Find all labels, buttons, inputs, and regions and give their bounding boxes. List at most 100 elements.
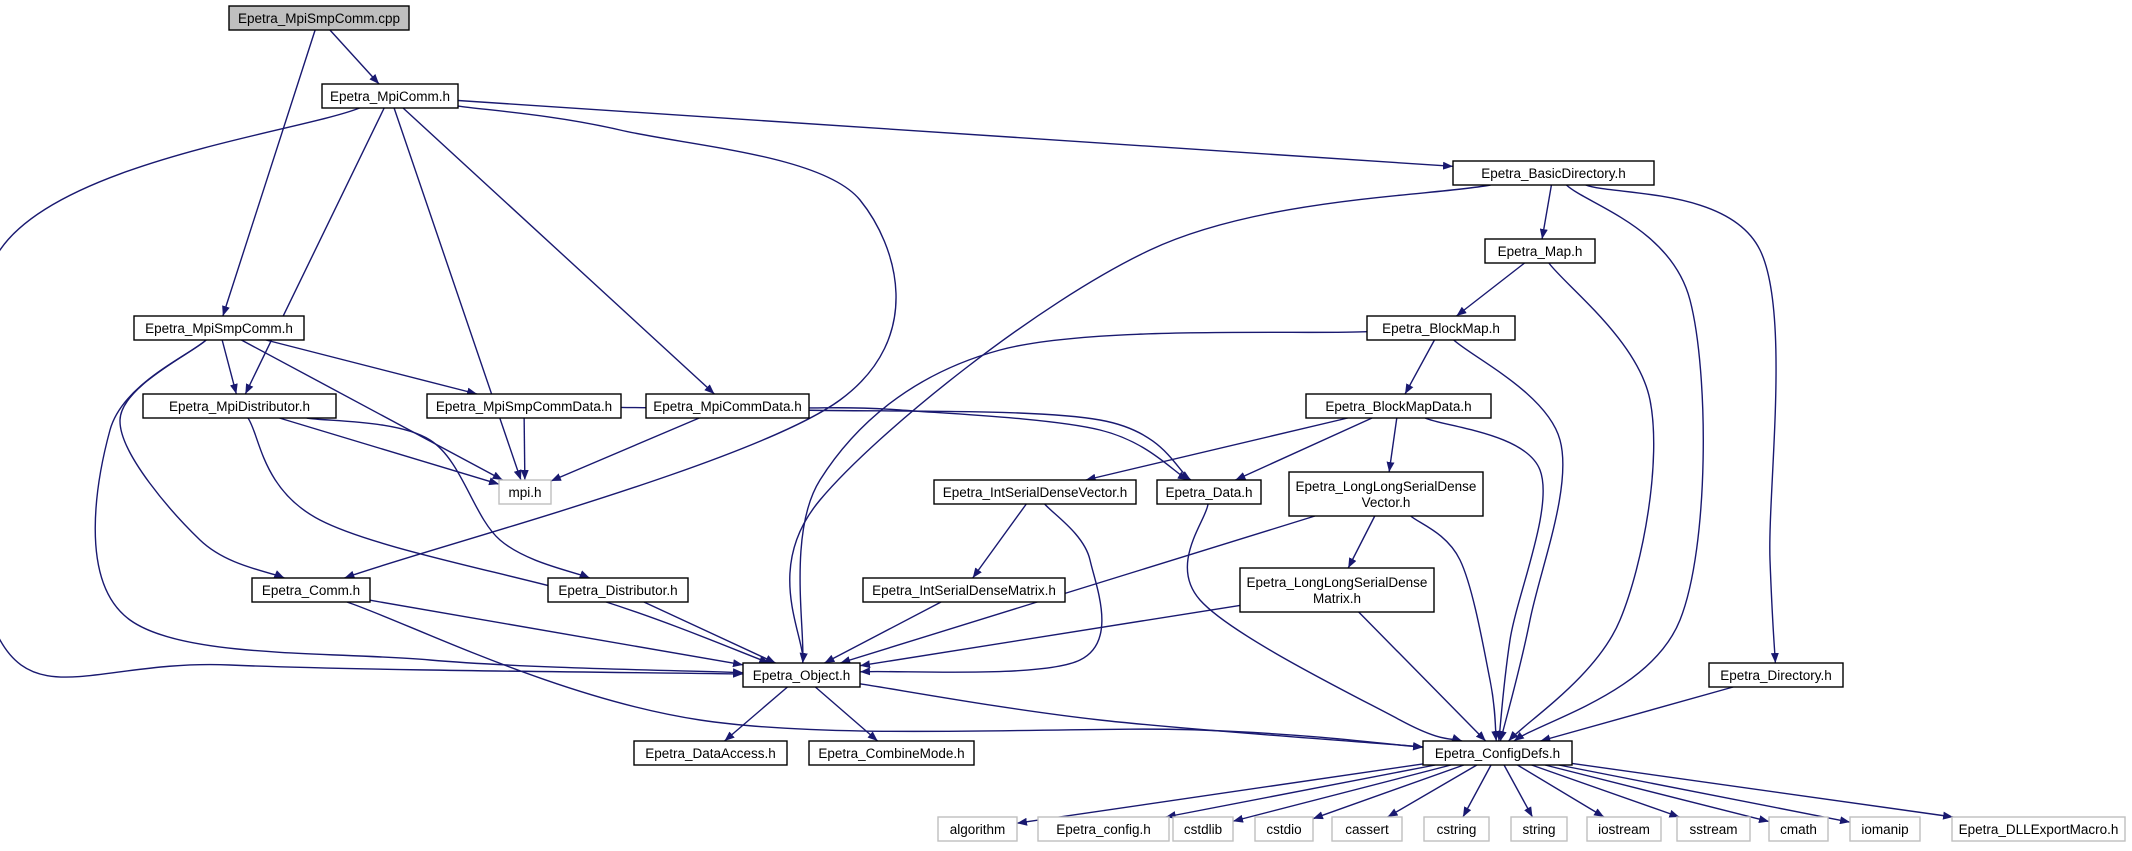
node-box [1239,567,1435,613]
edge-configdefs-to-cstdio [1312,764,1465,820]
node-box [426,393,622,419]
node-label: Epetra_Comm.h [262,583,360,598]
edge-llvec-to-object [840,515,1316,664]
node-mpismpcommdata[interactable]: Epetra_MpiSmpCommData.h [426,393,622,419]
node-distributor[interactable]: Epetra_Distributor.h [547,577,689,603]
node-blockmap[interactable]: Epetra_BlockMap.h [1366,315,1516,341]
node-label: cstring [1437,822,1477,837]
node-box [1037,816,1170,842]
node-label: cassert [1345,822,1389,837]
node-box [1708,662,1844,688]
edge-mpicommdata-to-data [808,406,1189,481]
edge-blockmap-to-blockmapdata [1404,339,1436,395]
edge-mpismpcomm-to-mpidistributor [221,339,238,395]
edge-mpicomm-to-mpidistributor [244,107,385,395]
edge-mpismpcommdata-to-mpi [520,417,529,481]
node-box [1422,740,1573,766]
node-intmat[interactable]: Epetra_IntSerialDenseMatrix.h [862,577,1066,603]
node-iomanip[interactable]: iomanip [1849,816,1921,842]
node-box [937,816,1018,842]
edge-configdefs-to-config [1165,764,1436,820]
node-label: Epetra_Data.h [1165,485,1252,500]
node-string[interactable]: string [1510,816,1568,842]
node-src[interactable]: Epetra_MpiSmpComm.cpp [228,5,410,31]
edge-comm-to-object [369,599,744,668]
edge-src-to-mpicomm [329,29,380,85]
edge-configdefs-to-cmath [1544,764,1770,823]
node-label: Epetra_BlockMapData.h [1325,399,1471,414]
edge-basicdir-to-object [789,184,1491,664]
node-box [1288,471,1484,517]
edge-blockmapdata-to-intvec [1085,417,1348,482]
node-config[interactable]: Epetra_config.h [1037,816,1170,842]
edge-configdefs-to-iostream [1517,764,1605,818]
node-map[interactable]: Epetra_Map.h [1484,238,1596,264]
edge-llmat-to-configdefs [1358,611,1487,742]
node-box [1305,393,1492,419]
edge-configdefs-to-cstdlib [1232,764,1452,823]
node-box [1849,816,1921,842]
node-mpi[interactable]: mpi.h [498,479,552,505]
edge-blockmapdata-to-llvec [1386,417,1398,473]
node-label: Epetra_MpiDistributor.h [169,399,310,414]
node-data[interactable]: Epetra_Data.h [1156,479,1262,505]
node-iostream[interactable]: iostream [1586,816,1662,842]
edge-map-to-configdefs [1508,262,1655,742]
edge-configdefs-to-dllexport [1571,762,1954,820]
node-box [1423,816,1490,842]
node-cstring[interactable]: cstring [1423,816,1490,842]
node-box [1452,160,1655,186]
edge-directory-to-configdefs [1540,686,1734,743]
node-cassert[interactable]: cassert [1331,816,1403,842]
node-label: cstdlib [1184,822,1222,837]
node-label: iomanip [1861,822,1908,837]
edge-data-to-configdefs [1186,503,1463,742]
node-dllexport[interactable]: Epetra_DLLExportMacro.h [1951,816,2126,842]
node-object[interactable]: Epetra_Object.h [742,662,861,688]
node-box [142,393,337,419]
node-mpicommdata[interactable]: Epetra_MpiCommData.h [645,393,810,419]
node-box [1768,816,1829,842]
node-algorithm[interactable]: algorithm [937,816,1018,842]
edge-configdefs-to-iomanip [1558,764,1851,825]
edge-mpidistributor-to-mpi [279,417,500,486]
node-blockmapdata[interactable]: Epetra_BlockMapData.h [1305,393,1492,419]
node-cstdio[interactable]: cstdio [1254,816,1314,842]
node-sstream[interactable]: sstream [1676,816,1751,842]
node-box [228,5,410,31]
node-label: cmath [1780,822,1817,837]
node-combinemode[interactable]: Epetra_CombineMode.h [808,740,975,766]
node-intvec[interactable]: Epetra_IntSerialDenseVector.h [933,479,1137,505]
node-mpismpcomm[interactable]: Epetra_MpiSmpComm.h [133,315,305,341]
edge-map-to-blockmap [1456,262,1525,317]
node-label: Epetra_Distributor.h [558,583,677,598]
node-label: Epetra_DataAccess.h [645,746,776,761]
node-directory[interactable]: Epetra_Directory.h [1708,662,1844,688]
node-mpicomm[interactable]: Epetra_MpiComm.h [321,83,459,109]
node-mpidistributor[interactable]: Epetra_MpiDistributor.h [142,393,337,419]
edge-blockmap-to-configdefs [1453,339,1564,742]
node-label: Matrix.h [1313,591,1361,606]
node-comm[interactable]: Epetra_Comm.h [251,577,371,603]
node-cstdlib[interactable]: cstdlib [1172,816,1234,842]
node-label: Epetra_CombineMode.h [818,746,964,761]
node-basicdir[interactable]: Epetra_BasicDirectory.h [1452,160,1655,186]
node-box [645,393,810,419]
edge-llvec-to-configdefs [1410,515,1500,742]
node-dataaccess[interactable]: Epetra_DataAccess.h [633,740,788,766]
node-box [808,740,975,766]
edge-intmat-to-object [824,601,942,664]
node-label: Epetra_LongLongSerialDense [1247,575,1428,590]
edge-object-to-dataaccess [724,686,788,742]
node-box [1586,816,1662,842]
node-label: Epetra_Object.h [753,668,851,683]
edge-mpidistributor-to-object [247,417,770,664]
node-cmath[interactable]: cmath [1768,816,1829,842]
node-label: Epetra_BlockMap.h [1382,321,1500,336]
node-box [862,577,1066,603]
node-box [1510,816,1568,842]
node-configdefs[interactable]: Epetra_ConfigDefs.h [1422,740,1573,766]
node-label: string [1522,822,1555,837]
